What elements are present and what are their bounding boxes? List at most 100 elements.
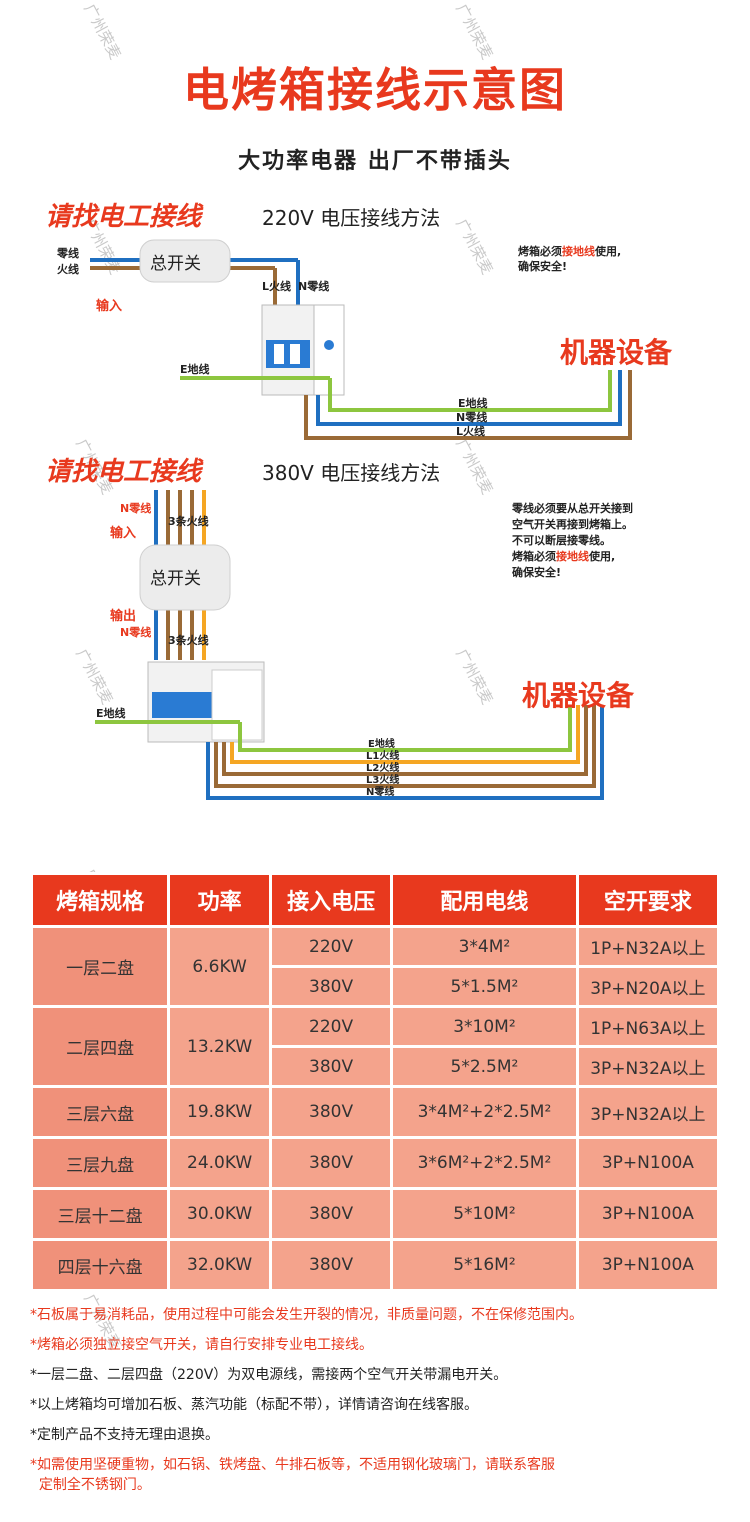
device-label: 机器设备	[560, 336, 673, 369]
notes-list: *石板属于易消耗品，使用过程中可能会发生开裂的情况，非质量问题，不在保修范围内。…	[30, 1305, 730, 1505]
n-zero-label: N零线	[298, 279, 329, 293]
breaker-cell: 3P+N100A	[578, 1241, 717, 1289]
note-item: *石板属于易消耗品，使用过程中可能会发生开裂的情况，非质量问题，不在保修范围内。	[30, 1307, 583, 1323]
heading-220v: 220V 电压接线方法	[262, 206, 440, 230]
table-row: 二层四盘 13.2KW 220V 3*10M² 1P+N63A以上	[33, 1008, 717, 1085]
power-cell: 32.0KW	[170, 1241, 270, 1289]
spec-cell: 三层十二盘	[33, 1190, 168, 1238]
ground-note-line5: 确保安全!	[512, 565, 561, 579]
neutral-note-line3: 不可以断层接零线。	[512, 533, 611, 547]
voltage-cell: 220V	[272, 928, 391, 965]
voltage-cell: 380V	[272, 1241, 391, 1289]
header-cable: 配用电线	[393, 875, 576, 925]
main-switch-box	[139, 544, 231, 611]
e-ground-label: E地线	[180, 362, 210, 376]
wiring-diagram: 请找电工接线 220V 电压接线方法 零线 火线 输入 总开关 L火线 N零线 …	[0, 190, 750, 830]
table-row: 四层十六盘 32.0KW 380V 5*16M² 3P+N100A	[33, 1241, 717, 1289]
ground-note: 烤箱必须接地线使用,	[518, 244, 621, 258]
cable-cell: 3*10M²	[393, 1008, 576, 1045]
page-subtitle: 大功率电器 出厂不带插头	[238, 149, 512, 174]
table-row: 三层六盘 19.8KW 380V 3*4M²+2*2.5M² 3P+N32A以上	[33, 1088, 717, 1136]
note-item: *烤箱必须独立接空气开关，请自行安排专业电工接线。	[30, 1337, 373, 1353]
cable-cell: 5*1.5M²	[393, 968, 576, 1005]
breaker-cell: 3P+N100A	[578, 1139, 717, 1187]
spec-table: 烤箱规格 功率 接入电压 配用电线 空开要求 一层二盘 6.6KW 220V 3…	[30, 872, 720, 1292]
table-row: 三层十二盘 30.0KW 380V 5*10M² 3P+N100A	[33, 1190, 717, 1238]
input-label: 输入	[110, 525, 136, 541]
cable-cell: 5*16M²	[393, 1241, 576, 1289]
output-label: 输出	[110, 608, 136, 624]
call-electrician-text: 请找电工接线	[45, 457, 204, 487]
neutral-note-line1: 零线必须要从总开关接到	[511, 501, 633, 515]
device-label: 机器设备	[522, 679, 635, 712]
diagram-380v: 请找电工接线 380V 电压接线方法 N零线 3条火线 输入 总开关 输出 N零…	[45, 457, 635, 800]
bus-l1-label: L1火线	[366, 749, 399, 762]
spec-cell: 三层六盘	[33, 1088, 168, 1136]
bus-l2-label: L2火线	[366, 761, 399, 774]
power-cell: 13.2KW	[170, 1008, 270, 1085]
breaker-cell: 3P+N32A以上	[578, 1088, 717, 1136]
neutral-note-line2: 空气开关再接到烤箱上。	[512, 517, 633, 531]
voltage-cell: 380V	[272, 1088, 391, 1136]
three-live-top-label: 3条火线	[168, 514, 209, 528]
bus-n-label: N零线	[456, 410, 487, 424]
header-voltage: 接入电压	[272, 875, 391, 925]
n-zero-bottom-label: N零线	[120, 625, 151, 639]
voltage-cell: 380V	[272, 1139, 391, 1187]
cable-cell: 3*4M²+2*2.5M²	[393, 1088, 576, 1136]
table-header-row: 烤箱规格 功率 接入电压 配用电线 空开要求	[33, 875, 717, 925]
note-item: *如需使用坚硬重物，如石锅、铁烤盘、牛排石板等，不适用钢化玻璃门，请联系客服	[30, 1457, 555, 1473]
note-item: *一层二盘、二层四盘（220V）为双电源线，需接两个空气开关带漏电开关。	[30, 1367, 508, 1383]
note-item: 定制全不锈钢门。	[30, 1477, 151, 1493]
header-breaker: 空开要求	[578, 875, 717, 925]
cable-cell: 3*4M²	[393, 928, 576, 965]
n-zero-top-label: N零线	[120, 501, 151, 515]
diagram-220v: 请找电工接线 220V 电压接线方法 零线 火线 输入 总开关 L火线 N零线 …	[45, 202, 673, 440]
power-cell: 30.0KW	[170, 1190, 270, 1238]
main-switch-label: 总开关	[150, 569, 201, 589]
three-live-bottom-label: 3条火线	[168, 633, 209, 647]
note-item: *定制产品不支持无理由退换。	[30, 1427, 219, 1443]
power-cell: 24.0KW	[170, 1139, 270, 1187]
call-electrician-text: 请找电工接线	[45, 202, 204, 232]
page-title: 电烤箱接线示意图	[183, 63, 567, 117]
cable-cell: 3*6M²+2*2.5M²	[393, 1139, 576, 1187]
power-cell: 19.8KW	[170, 1088, 270, 1136]
power-cell: 6.6KW	[170, 928, 270, 1005]
input-label: 输入	[96, 298, 122, 314]
voltage-cell: 380V	[272, 1190, 391, 1238]
cable-cell: 5*2.5M²	[393, 1048, 576, 1085]
main-switch-label: 总开关	[150, 254, 201, 274]
bus-l3-label: L3火线	[366, 773, 399, 786]
ground-note: 烤箱必须接地线使用,	[512, 549, 615, 563]
header-power: 功率	[170, 875, 270, 925]
zero-line-label: 零线	[56, 246, 79, 260]
l-live-label: L火线	[262, 279, 291, 293]
table-row: 380V 5*2.5M² 3P+N32A以上	[33, 1048, 717, 1085]
voltage-cell: 380V	[272, 1048, 391, 1085]
cable-cell: 5*10M²	[393, 1190, 576, 1238]
voltage-cell: 220V	[272, 1008, 391, 1045]
heading-380v: 380V 电压接线方法	[262, 461, 440, 485]
main-switch-box	[139, 239, 231, 283]
breaker-cell: 3P+N100A	[578, 1190, 717, 1238]
note-item: *以上烤箱均可增加石板、蒸汽功能（标配不带），详情请咨询在线客服。	[30, 1397, 478, 1413]
breaker-cell: 3P+N20A以上	[578, 968, 717, 1005]
table-row: 380V 5*1.5M² 3P+N20A以上	[33, 968, 717, 1005]
bus-n-label: N零线	[366, 785, 394, 798]
table-row: 三层九盘 24.0KW 380V 3*6M²+2*2.5M² 3P+N100A	[33, 1139, 717, 1187]
spec-cell: 四层十六盘	[33, 1241, 168, 1289]
voltage-cell: 380V	[272, 968, 391, 1005]
ground-note-line2: 确保安全!	[518, 259, 567, 273]
e-ground-label: E地线	[96, 706, 126, 720]
bus-e-label: E地线	[368, 737, 395, 750]
spec-cell: 三层九盘	[33, 1139, 168, 1187]
live-line-label: 火线	[57, 262, 79, 276]
spec-cell: 一层二盘	[33, 928, 168, 1005]
table-row: 一层二盘 6.6KW 220V 3*4M² 1P+N32A以上	[33, 928, 717, 1005]
bus-e-label: E地线	[458, 396, 488, 410]
breaker-cell: 1P+N32A以上	[578, 928, 717, 965]
breaker-cell: 3P+N32A以上	[578, 1048, 717, 1085]
bus-l-label: L火线	[456, 424, 485, 438]
spec-cell: 二层四盘	[33, 1008, 168, 1085]
